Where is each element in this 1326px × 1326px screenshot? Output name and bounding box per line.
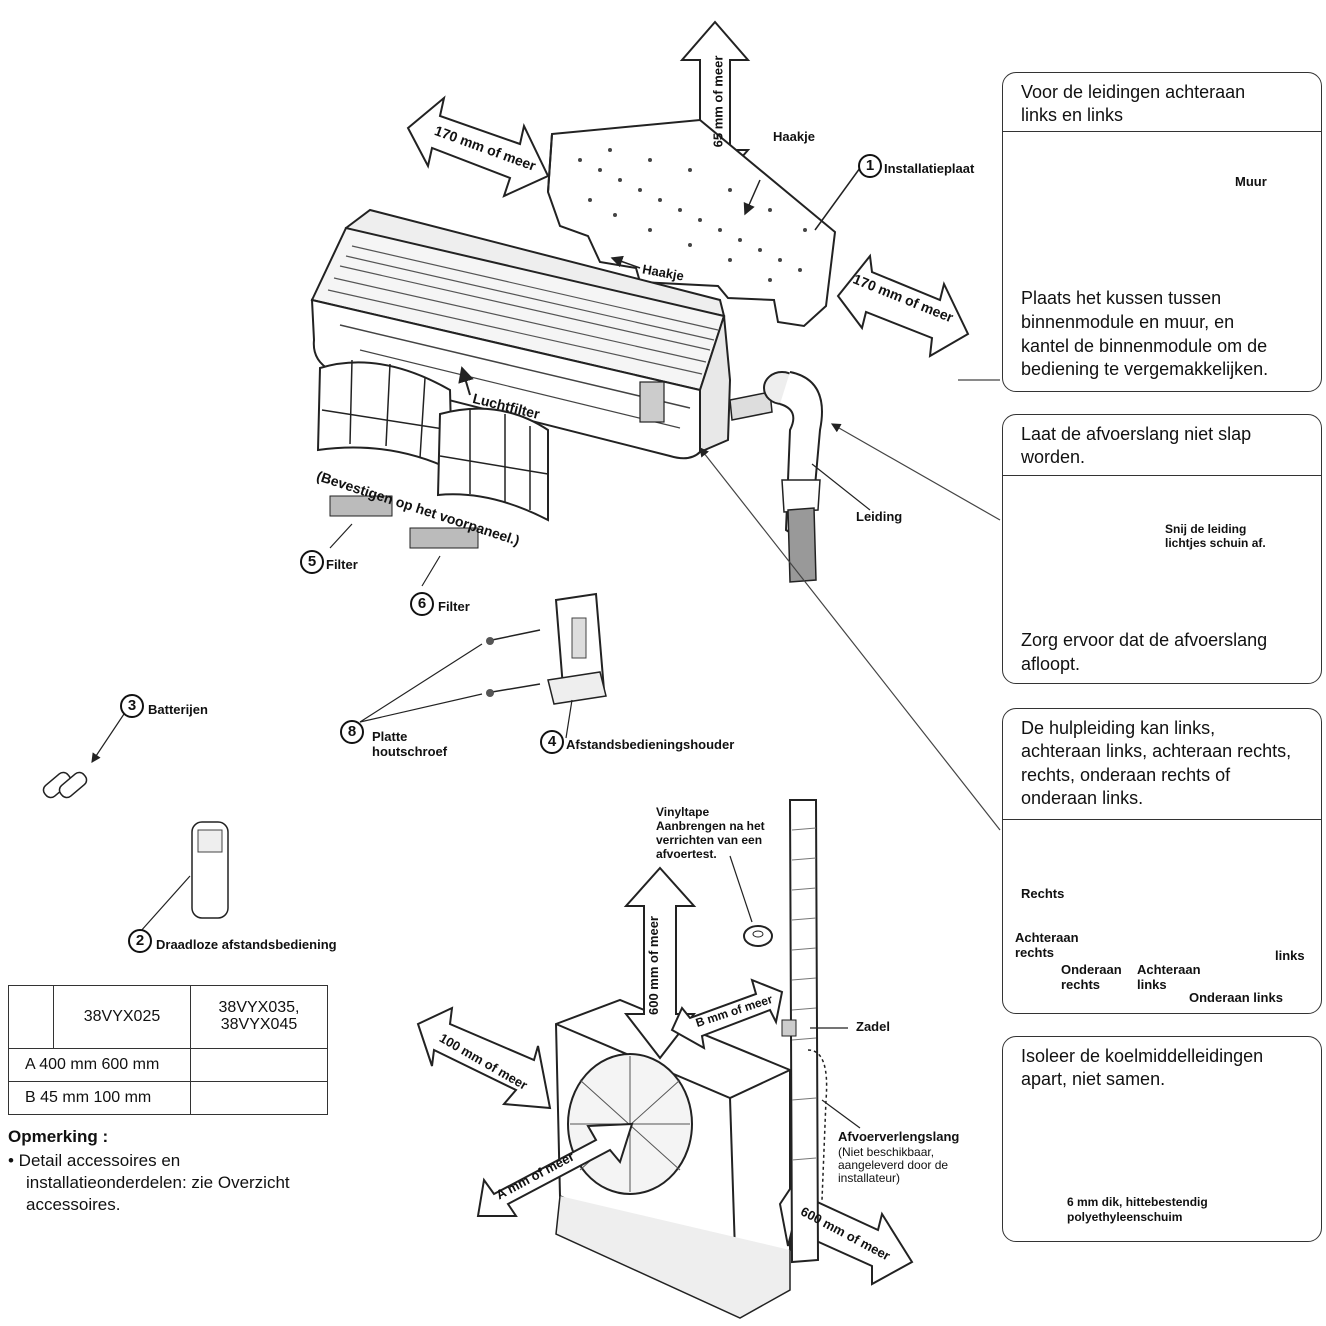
box2-title: Laat de afvoerslang niet slap worden. — [1021, 424, 1252, 468]
links-label: links — [1275, 948, 1305, 963]
rechts-label: Rechts — [1021, 886, 1065, 901]
leader-lines — [699, 379, 1001, 831]
clearance-arrow-left-indoor — [406, 95, 550, 198]
pipe-assembly — [729, 371, 871, 583]
table-header-035-045: 38VYX035, 38VYX045 — [190, 985, 328, 1049]
vinyltape-label-1: Vinyltape — [656, 805, 710, 819]
leiding-label: Leiding — [856, 509, 903, 524]
table-header-025: 38VYX025 — [53, 985, 191, 1049]
clearance-arrow-front-outdoor — [476, 1122, 634, 1217]
vinyltape-label-4: afvoertest. — [656, 847, 717, 861]
insulation-caption-1: 6 mm dik, hittebestendig — [1067, 1195, 1208, 1209]
clearance-top-outdoor-text: 600 mm of meer — [646, 916, 661, 1015]
platte-label-2: houtschroef — [372, 744, 448, 759]
box-leidingen-achteraan: Voor de leidingen achteraan links en lin… — [1002, 72, 1322, 392]
note-title: Opmerking : — [8, 1127, 109, 1146]
achteraan-links-label-2: links — [1137, 977, 1167, 992]
number-4-badge: 4 — [540, 730, 564, 754]
achteraan-links-label-1: Achteraan — [1137, 962, 1201, 977]
haakje-top-label: Haakje — [773, 129, 815, 144]
achteraan-rechts-label-2: rechts — [1015, 945, 1055, 960]
table-row-a: A 400 mm 600 mm — [8, 1048, 191, 1082]
vinyltape-label-2: Aanbrengen na het — [656, 819, 765, 833]
table-row-b: B 45 mm 100 mm — [8, 1081, 191, 1115]
remote-holder — [359, 592, 607, 739]
afvoer-sub-3: installateur) — [838, 1171, 901, 1185]
air-filters — [316, 359, 549, 587]
box4-title: Isoleer de koelmiddelleidingen apart, ni… — [1021, 1046, 1264, 1090]
clearance-arrow-right-indoor — [836, 253, 970, 358]
clearance-table: 38VYX025 38VYX035, 38VYX045 A 400 mm 600… — [8, 985, 328, 1115]
clearance-top-indoor-text: 65 mm of meer — [710, 55, 726, 148]
afvoer-sub-1: (Niet beschikbaar, — [838, 1145, 935, 1159]
vinyltape-label-3: verrichten van een — [656, 833, 763, 847]
clearance-arrow-back-outdoor — [670, 978, 784, 1050]
insulation-caption-2: polyethyleenschuim — [1067, 1210, 1183, 1224]
filter5-label: Filter — [326, 557, 358, 572]
number-2-badge: 2 — [128, 929, 152, 953]
remote-control — [139, 821, 229, 933]
note-body: • Detail accessoires en installatieonder… — [8, 1151, 290, 1215]
platte-label-1: Platte — [372, 729, 408, 744]
box1-body: Plaats het kussen tussen binnenmodule en… — [1021, 288, 1269, 380]
clearance-arrow-left-outdoor — [416, 1006, 552, 1110]
onderaan-rechts-label-2: rechts — [1061, 977, 1101, 992]
number-6-badge: 6 — [410, 592, 434, 616]
batteries — [42, 713, 125, 799]
snij-label-1: Snij de leiding — [1165, 522, 1247, 536]
box-hulpleiding: De hulpleiding kan links, achteraan link… — [1002, 708, 1322, 1014]
onderaan-rechts-label-1: Onderaan — [1061, 962, 1122, 977]
afvoerverlengslang-label: Afvoerverlengslang — [838, 1129, 960, 1144]
indoor-unit — [310, 208, 732, 460]
outdoor-pipe — [729, 799, 861, 1264]
box-afvoerslang: Laat de afvoerslang niet slap worden. Sn… — [1002, 414, 1322, 684]
afvoer-sub-2: aangeleverd door de — [838, 1158, 949, 1172]
draadloze-label: Draadloze afstandsbediening — [156, 937, 337, 952]
zadel-label: Zadel — [856, 1019, 890, 1034]
number-3-badge: 3 — [120, 694, 144, 718]
installation-plate — [546, 118, 861, 328]
batterijen-label: Batterijen — [148, 702, 208, 717]
installatieplaat-label: Installatieplaat — [884, 161, 975, 176]
box-isoleer: Isoleer de koelmiddelleidingen apart, ni… — [1002, 1036, 1322, 1242]
outdoor-unit — [554, 998, 791, 1319]
box3-title: De hulpleiding kan links, achteraan link… — [1021, 718, 1292, 809]
houder-label: Afstandsbedieningshouder — [566, 737, 735, 752]
number-5-badge: 5 — [300, 550, 324, 574]
filter6-label: Filter — [438, 599, 470, 614]
achteraan-rechts-label-1: Achteraan — [1015, 930, 1079, 945]
box2-body: Zorg ervoor dat de afvoerslang afloopt. — [1021, 630, 1268, 674]
muur-label: Muur — [1235, 174, 1267, 189]
number-1-badge: 1 — [858, 154, 882, 178]
number-8-badge: 8 — [340, 720, 364, 744]
clearance-arrow-top-outdoor — [623, 866, 697, 1060]
snij-label-2: lichtjes schuin af. — [1165, 536, 1266, 550]
box1-title: Voor de leidingen achteraan links en lin… — [1021, 82, 1246, 126]
onderaan-links-label: Onderaan links — [1189, 990, 1283, 1005]
